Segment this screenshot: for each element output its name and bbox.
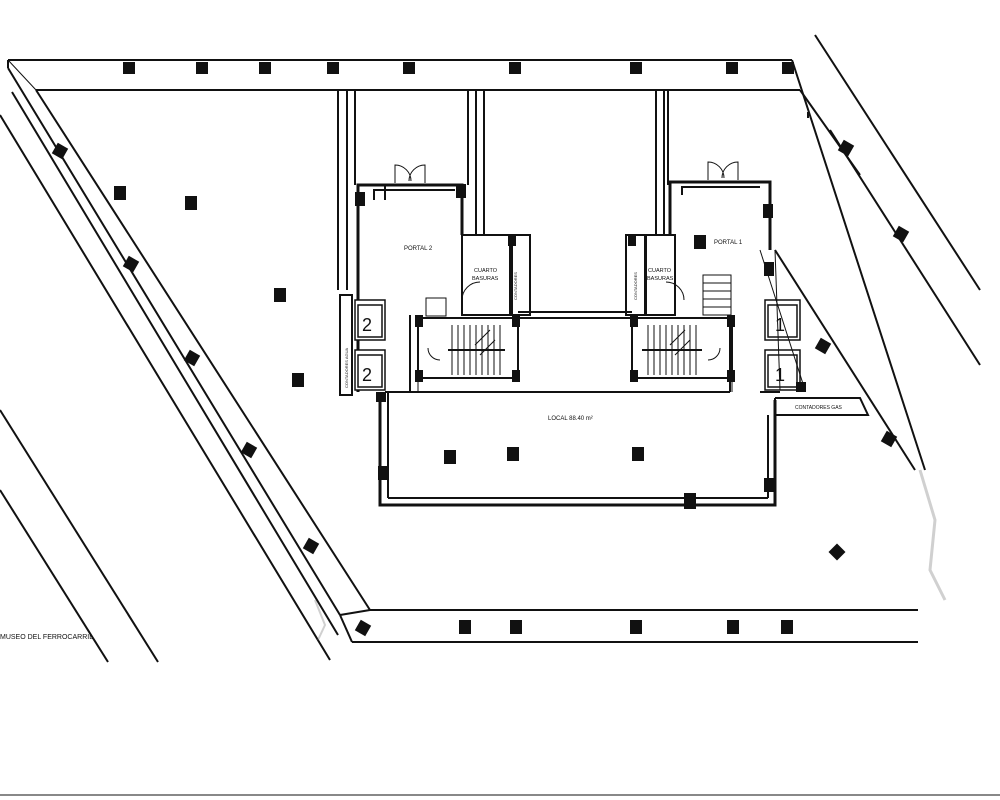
stairs-left bbox=[448, 325, 505, 375]
portal-2-core bbox=[339, 164, 531, 396]
structural-columns bbox=[51, 62, 910, 637]
local-commercial bbox=[378, 311, 777, 507]
street-lines bbox=[0, 34, 981, 663]
cuarto-basuras-right-line2: BASURAS bbox=[647, 276, 674, 282]
contadores-right-label: CONTADORES bbox=[633, 272, 638, 300]
upper-partitions bbox=[337, 90, 809, 290]
scan-smudges bbox=[314, 469, 947, 641]
elevator-1-top-number: 1 bbox=[775, 315, 785, 335]
contadores-gas-label: CONTADORES GAS bbox=[795, 405, 843, 411]
cuarto-basuras-left-line1: CUARTO bbox=[474, 268, 498, 274]
contadores-left-label: CONTADORES bbox=[513, 272, 518, 300]
stairs-right bbox=[642, 325, 702, 375]
elevator-2-bottom-number: 2 bbox=[362, 365, 372, 385]
elevator-1-bottom-number: 1 bbox=[775, 365, 785, 385]
portal-1-core bbox=[625, 161, 870, 416]
outer-walls bbox=[7, 59, 926, 643]
cuarto-basuras-right-line1: CUARTO bbox=[648, 268, 672, 274]
contadores-agua-label: CONTADORES AGUA bbox=[344, 348, 349, 388]
entry-steps bbox=[702, 274, 732, 316]
cuarto-basuras-left-line2: BASURAS bbox=[472, 276, 499, 282]
portal-1-label: PORTAL 1 bbox=[714, 240, 743, 246]
portal-2-label: PORTAL 2 bbox=[404, 246, 433, 252]
local-label: LOCAL 88.40 m² bbox=[548, 416, 593, 422]
elevator-2-top-number: 2 bbox=[362, 315, 372, 335]
museo-label: MUSEO DEL FERROCARRIL bbox=[0, 634, 93, 641]
